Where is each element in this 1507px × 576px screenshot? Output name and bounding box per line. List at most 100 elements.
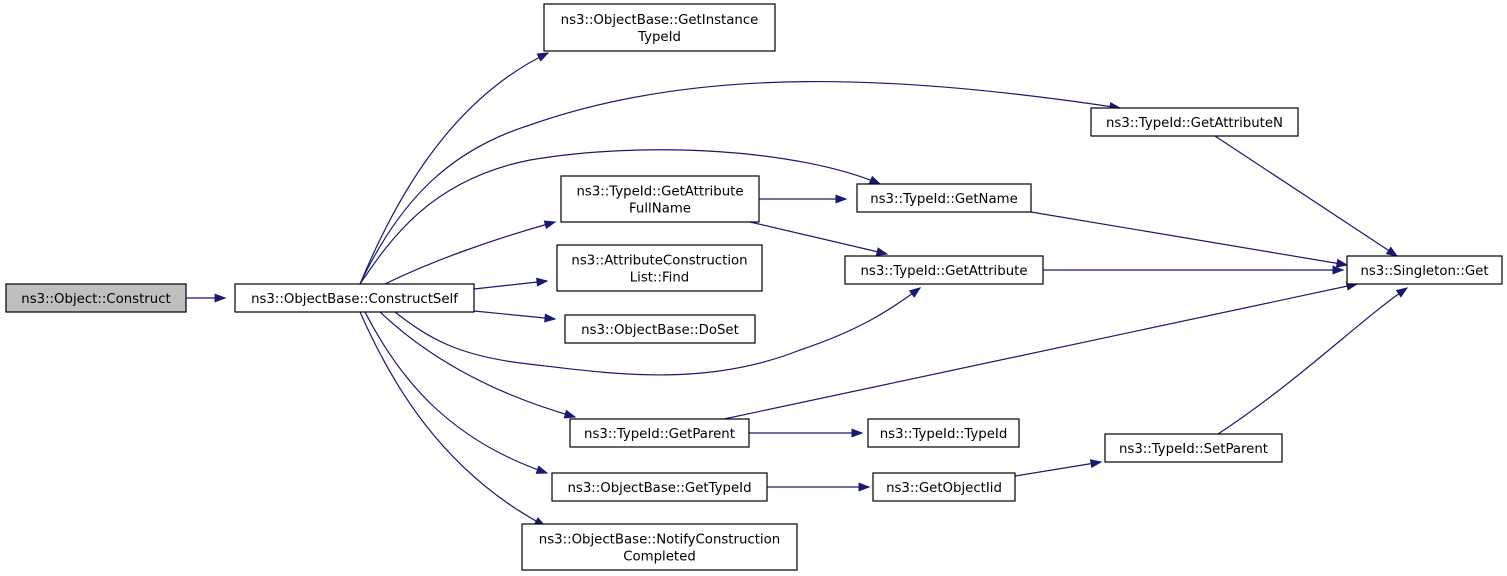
node-box — [543, 3, 776, 52]
edge-line — [359, 52, 549, 285]
node-box — [5, 283, 187, 313]
node-getparent[interactable]: ns3::TypeId::GetParent — [569, 418, 750, 448]
arrowhead-icon — [563, 409, 577, 419]
node-box — [551, 472, 768, 502]
edge-construct-to-constructself — [186, 293, 227, 303]
node-label: ns3::ObjectBase::GetTypeId — [567, 481, 751, 496]
edge-getname-to-singletonget — [1030, 211, 1349, 268]
arrowhead-icon — [535, 465, 549, 474]
node-label: ns3::ObjectBase::GetInstance — [561, 13, 759, 28]
node-label: ns3::TypeId::SetParent — [1119, 442, 1268, 457]
edge-getattribute-to-singletonget — [1043, 265, 1345, 275]
edge-line — [1014, 461, 1102, 477]
arrowhead-icon — [858, 482, 871, 492]
edge-getattributen-to-singletonget — [1214, 135, 1399, 257]
edge-line — [1217, 287, 1408, 435]
node-notify[interactable]: ns3::ObjectBase::NotifyConstructionCompl… — [521, 523, 798, 571]
node-label: ns3::TypeId::GetParent — [584, 427, 735, 442]
edge-line — [394, 287, 921, 376]
node-label: ns3::TypeId::GetAttributeN — [1106, 116, 1283, 131]
node-box — [564, 314, 756, 344]
node-box — [521, 523, 798, 571]
arrowhead-icon — [214, 293, 227, 303]
edge-gettypeid-to-getobjectiid — [767, 482, 871, 492]
node-label: List::Find — [630, 271, 689, 286]
arrowhead-icon — [1385, 246, 1399, 257]
node-label: ns3::TypeId::TypeId — [880, 427, 1008, 442]
node-getattributen[interactable]: ns3::TypeId::GetAttributeN — [1090, 107, 1299, 137]
edge-line — [379, 311, 576, 418]
arrowhead-icon — [1335, 258, 1349, 268]
arrowhead-icon — [544, 313, 557, 323]
edge-constructself-to-doset — [473, 310, 557, 323]
arrowhead-icon — [1395, 287, 1409, 298]
node-label: ns3::GetObjectIid — [886, 481, 1002, 496]
node-label: ns3::ObjectBase::NotifyConstruction — [539, 533, 780, 548]
edge-getattributefullname-to-getattribute — [749, 221, 889, 257]
node-box — [856, 183, 1032, 213]
node-label: ns3::Singleton::Get — [1360, 264, 1488, 279]
node-gettypeid[interactable]: ns3::ObjectBase::GetTypeId — [551, 472, 768, 502]
edge-line — [473, 280, 548, 290]
edge-line — [359, 149, 881, 285]
edge-line — [359, 311, 546, 527]
node-getname[interactable]: ns3::TypeId::GetName — [856, 183, 1032, 213]
arrowhead-icon — [1332, 265, 1345, 275]
node-label: ns3::TypeId::GetAttribute — [860, 264, 1027, 279]
node-label: ns3::Object::Construct — [21, 292, 170, 307]
edge-getparent-to-singletonget — [723, 281, 1359, 420]
node-box — [560, 175, 760, 223]
node-box — [556, 244, 763, 292]
node-construct[interactable]: ns3::Object::Construct — [5, 283, 187, 313]
edge-getattributefullname-to-getname — [759, 194, 848, 204]
node-singletonget[interactable]: ns3::Singleton::Get — [1346, 255, 1503, 285]
edge-constructself-to-getparent — [379, 311, 577, 419]
node-constructself[interactable]: ns3::ObjectBase::ConstructSelf — [234, 283, 475, 313]
edge-constructself-to-getattributefullname — [384, 220, 557, 285]
node-box — [569, 418, 750, 448]
edge-setparent-to-singletonget — [1217, 287, 1409, 435]
node-label: Completed — [623, 550, 696, 565]
node-label: ns3::TypeId::GetName — [870, 192, 1018, 207]
edge-constructself-to-getattribute — [394, 287, 922, 376]
edge-getparent-to-typeidctor — [749, 428, 864, 438]
node-label: ns3::TypeId::GetAttribute — [576, 185, 743, 200]
edge-line — [364, 311, 548, 474]
edge-line — [1030, 211, 1348, 266]
arrowhead-icon — [543, 220, 557, 230]
edge-getobjectiid-to-setparent — [1014, 459, 1103, 477]
node-setparent[interactable]: ns3::TypeId::SetParent — [1104, 433, 1283, 463]
node-box — [844, 255, 1044, 285]
node-box — [1104, 433, 1283, 463]
node-box — [1346, 255, 1503, 285]
node-box — [234, 283, 475, 313]
edge-line — [384, 221, 556, 285]
edge-line — [473, 310, 556, 320]
node-getattribute[interactable]: ns3::TypeId::GetAttribute — [844, 255, 1044, 285]
arrowhead-icon — [1089, 459, 1103, 469]
node-box — [872, 472, 1016, 502]
node-typeidctor[interactable]: ns3::TypeId::TypeId — [867, 418, 1020, 448]
edge-constructself-to-getname — [359, 149, 882, 285]
edge-line — [1214, 135, 1398, 257]
node-label: ns3::ObjectBase::ConstructSelf — [251, 292, 458, 307]
node-label: TypeId — [637, 30, 681, 45]
edge-constructself-to-gettypeid — [364, 311, 549, 474]
edge-constructself-to-getinstancetypeid — [359, 52, 550, 285]
edge-line — [359, 80, 1121, 285]
edge-line — [723, 283, 1358, 420]
edge-constructself-to-notify — [359, 311, 547, 527]
edge-constructself-to-find — [473, 277, 549, 290]
node-box — [1090, 107, 1299, 137]
node-getobjectiid[interactable]: ns3::GetObjectIid — [872, 472, 1016, 502]
call-edges — [186, 52, 1409, 527]
node-box — [867, 418, 1020, 448]
arrowhead-icon — [875, 247, 889, 257]
node-doset[interactable]: ns3::ObjectBase::DoSet — [564, 314, 756, 344]
node-label: ns3::ObjectBase::DoSet — [581, 323, 739, 338]
arrowhead-icon — [851, 428, 864, 438]
